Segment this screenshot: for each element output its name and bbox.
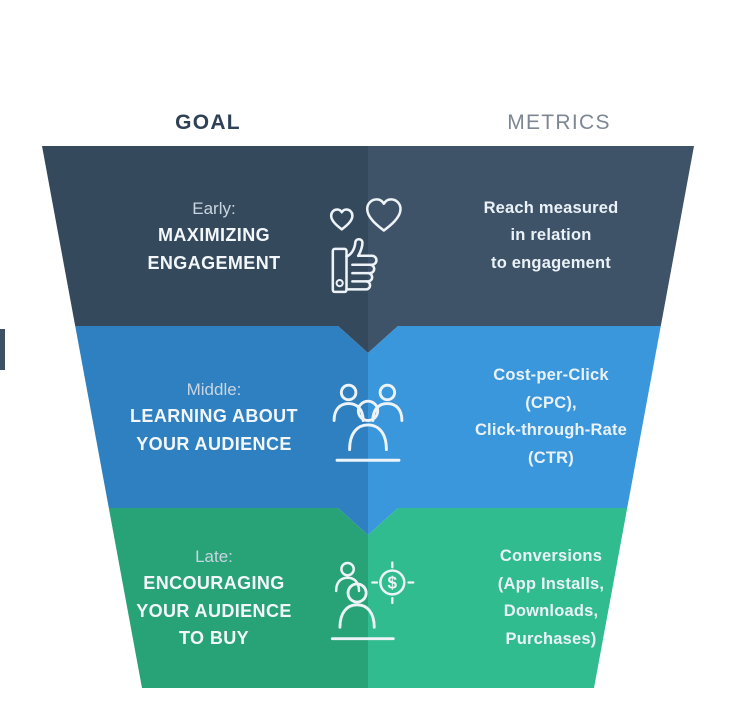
stage-late-goal-line: ENCOURAGING bbox=[143, 573, 285, 594]
stage-late-metric-line: Purchases) bbox=[505, 629, 597, 648]
dollar-coin-icon: $ bbox=[371, 561, 415, 605]
stage-late-left-shape bbox=[108, 508, 369, 688]
stage-late-goal-line: TO BUY bbox=[178, 628, 250, 649]
stage-middle-metric-line: (CTR) bbox=[528, 448, 574, 467]
stage-middle-metric-line: Click-through-Rate bbox=[474, 421, 628, 439]
stage-late-right-shape bbox=[368, 508, 628, 688]
stage-late-metrics-text: Conversions (App Installs, Downloads, Pu… bbox=[430, 508, 672, 688]
stage-middle-metric-line: (CPC), bbox=[525, 393, 577, 412]
buyers-dollar-icon: $ bbox=[330, 561, 415, 641]
audience-group-icon bbox=[332, 383, 404, 462]
stage-early-metric-line: Reach measured bbox=[483, 198, 619, 217]
stage-middle-left-shape bbox=[75, 326, 368, 535]
stage-early-label: Early: bbox=[192, 199, 236, 218]
thumb-icon bbox=[331, 237, 378, 294]
front-person-icon bbox=[348, 399, 388, 452]
stage-early-metric-line: in relation bbox=[510, 226, 592, 245]
stage-early-metrics-text: Reach measured in relation to engagement bbox=[430, 146, 672, 326]
stage-late-goal-line: YOUR AUDIENCE bbox=[136, 600, 292, 621]
goal-column-header: GOAL bbox=[175, 111, 241, 134]
stage-early-left-shape bbox=[42, 146, 368, 353]
back-right-person-icon bbox=[371, 383, 404, 422]
stage-middle-metric-line: Cost-per-Click bbox=[493, 366, 609, 384]
stage-late-goal-text: Late: ENCOURAGING YOUR AUDIENCE TO BUY bbox=[90, 508, 338, 688]
stage-middle-right-shape bbox=[368, 326, 661, 535]
dollar-glyph: $ bbox=[388, 573, 398, 593]
stage-middle-goal-line: LEARNING ABOUT bbox=[130, 406, 298, 426]
stage-early-right-shape bbox=[368, 146, 694, 353]
stage-middle-goal-line: YOUR AUDIENCE bbox=[136, 433, 292, 454]
back-person-icon bbox=[334, 561, 361, 593]
stage-early-goal-line: ENGAGEMENT bbox=[147, 252, 281, 273]
stage-late-metric-line: (App Installs, bbox=[497, 574, 605, 593]
stage-early-metric-line: to engagement bbox=[491, 253, 611, 272]
stage-late-label: Late: bbox=[195, 547, 233, 567]
stage-late-metric-line: Downloads, bbox=[503, 602, 599, 620]
stage-late-metric-line: Conversions bbox=[499, 547, 603, 565]
left-edge-artifact bbox=[0, 329, 5, 370]
stage-middle-label: Middle: bbox=[186, 380, 242, 399]
thumbs-up-hearts-icon bbox=[329, 198, 402, 294]
small-heart-icon bbox=[329, 208, 354, 231]
stage-middle-metrics-text: Cost-per-Click (CPC), Click-through-Rate… bbox=[430, 326, 672, 508]
back-left-person-icon bbox=[332, 383, 365, 422]
stage-early-goal-text: Early: MAXIMIZING ENGAGEMENT bbox=[90, 146, 338, 326]
stage-middle-goal-text: Middle: LEARNING ABOUT YOUR AUDIENCE bbox=[90, 326, 338, 508]
front-person-icon bbox=[338, 582, 376, 629]
metrics-column-header: METRICS bbox=[507, 111, 611, 134]
stage-early-goal-line: MAXIMIZING bbox=[158, 225, 270, 245]
large-heart-icon bbox=[365, 198, 402, 232]
